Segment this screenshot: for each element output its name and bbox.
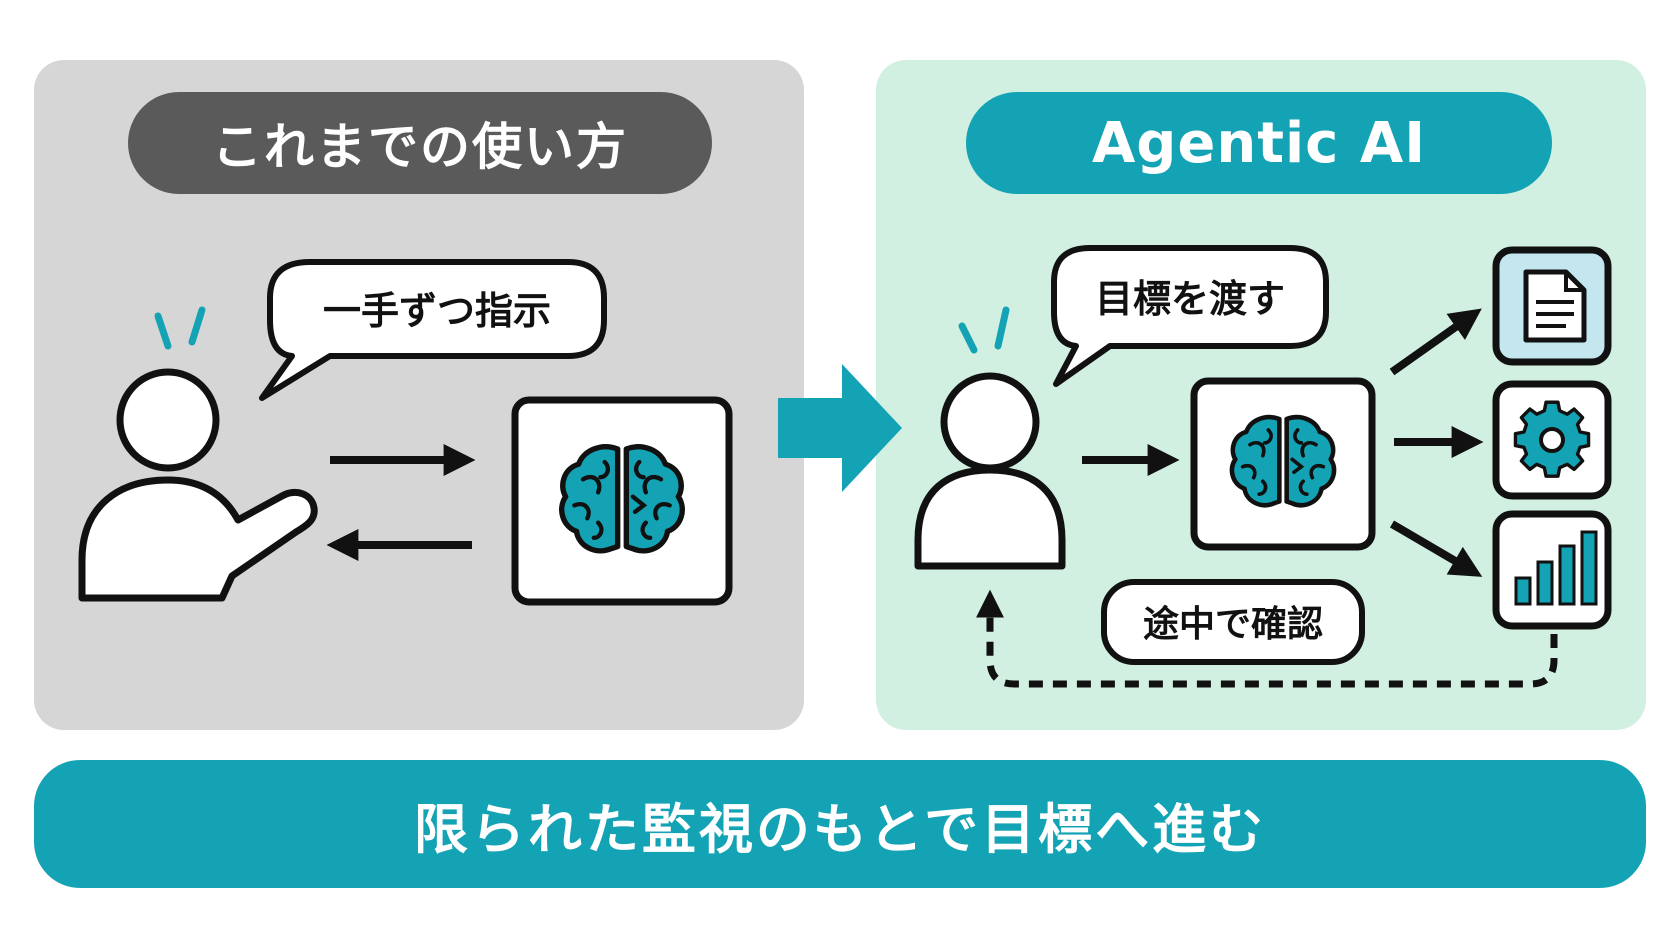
output-document-box <box>1492 246 1612 366</box>
bar-chart-icon <box>1514 530 1598 606</box>
arrow-ai-to-chart <box>1389 520 1483 577</box>
right-person-icon <box>914 306 1066 570</box>
check-label-text: 途中で確認 <box>1143 603 1323 645</box>
left-person-icon <box>78 306 318 602</box>
left-bubble-text: 一手ずつ指示 <box>323 289 551 333</box>
footer-caption: 限られた監視のもとで目標へ進む <box>34 760 1646 888</box>
right-title: Agentic AI <box>966 92 1552 194</box>
gear-icon <box>1513 400 1591 478</box>
output-chart-box <box>1492 510 1612 630</box>
arrow-ai-to-document <box>1389 308 1482 376</box>
left-title: これまでの使い方 <box>128 92 712 194</box>
feedback-dashed-arrow <box>976 589 1558 688</box>
left-speech-bubble: 一手ずつ指示 <box>259 259 607 401</box>
output-gear-box <box>1492 380 1612 500</box>
check-label-badge: 途中で確認 <box>1101 579 1365 665</box>
document-icon <box>1523 269 1587 343</box>
transition-arrow-icon <box>778 364 902 492</box>
right-bubble-text: 目標を渡す <box>1095 277 1285 321</box>
left-ai-box <box>511 396 733 606</box>
right-speech-bubble: 目標を渡す <box>1051 245 1329 387</box>
right-ai-box <box>1190 377 1376 551</box>
